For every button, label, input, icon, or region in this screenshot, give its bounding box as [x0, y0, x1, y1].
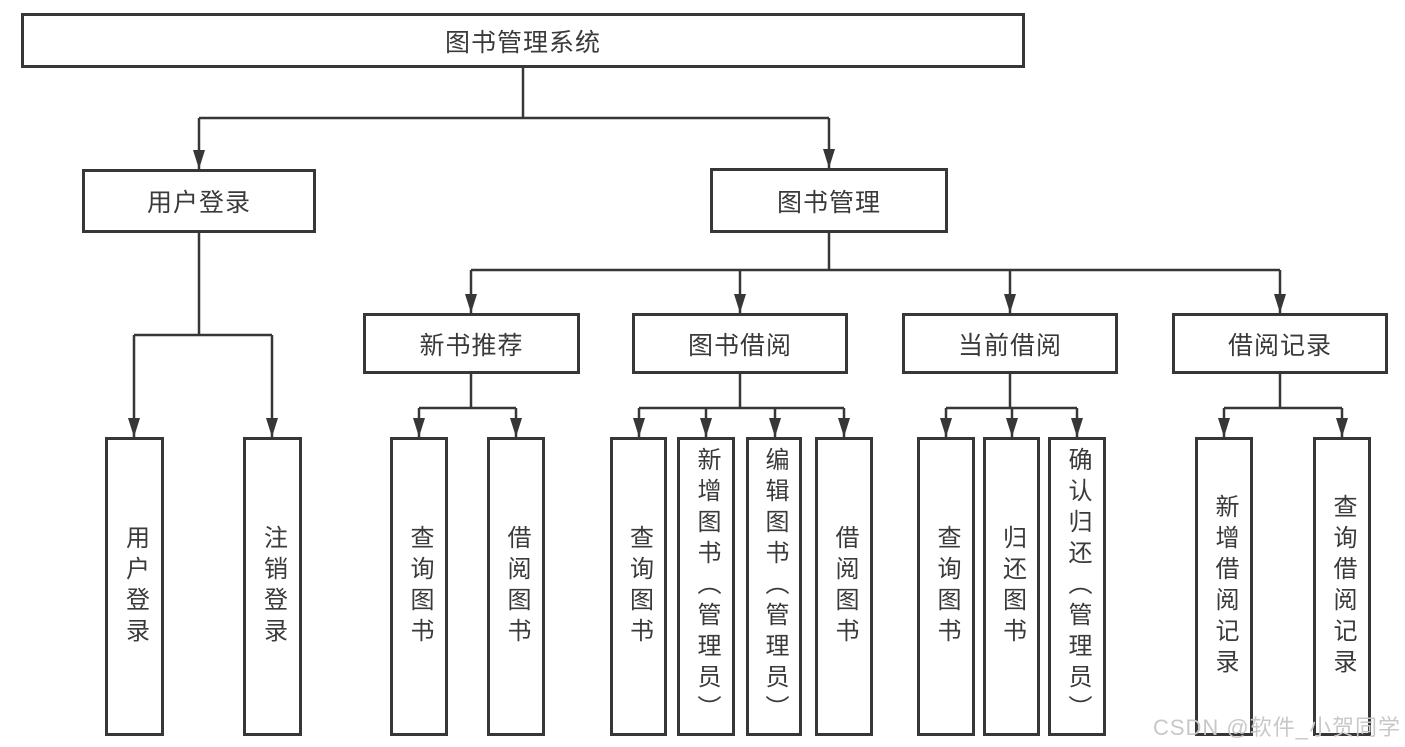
node-edit-books-admin: 编辑图书（管理员） — [746, 437, 802, 736]
node-borrow-records-label: 借阅记录 — [1227, 331, 1332, 360]
node-user-login-action-label: 用户登录 — [121, 524, 149, 649]
node-book-management-label: 图书管理 — [776, 188, 881, 217]
node-return-books-label: 归还图书 — [998, 524, 1026, 649]
node-add-borrow-record: 新增借阅记录 — [1195, 437, 1253, 736]
node-book-borrowing: 图书借阅 — [632, 313, 848, 374]
node-borrow-books-borrowing-label: 借阅图书 — [831, 524, 858, 649]
node-user-login-label: 用户登录 — [146, 189, 251, 217]
node-book-borrowing-label: 图书借阅 — [687, 331, 792, 360]
node-query-books-recommend: 查询图书 — [390, 437, 448, 736]
node-current-borrowing-label: 当前借阅 — [957, 331, 1062, 360]
node-query-borrow-record: 查询借阅记录 — [1313, 437, 1371, 736]
node-borrow-books-recommend: 借阅图书 — [487, 437, 545, 736]
csdn-watermark: CSDN @软件_小贺同学 — [1152, 715, 1401, 740]
node-query-books-current: 查询图书 — [917, 437, 975, 736]
node-new-book-recommend: 新书推荐 — [363, 313, 580, 374]
node-library-system: 图书管理系统 — [21, 13, 1025, 68]
node-add-books-admin: 新增图书（管理员） — [677, 437, 735, 736]
node-current-borrowing: 当前借阅 — [902, 313, 1118, 374]
node-add-books-admin-label: 新增图书（管理员） — [693, 447, 720, 726]
node-confirm-return-admin-label: 确认归还（管理员） — [1064, 447, 1091, 726]
node-user-login: 用户登录 — [82, 169, 316, 233]
node-borrow-records: 借阅记录 — [1172, 313, 1388, 374]
node-logout-action-label: 注销登录 — [259, 524, 287, 649]
node-add-borrow-record-label: 新增借阅记录 — [1211, 493, 1238, 680]
node-new-book-recommend-label: 新书推荐 — [419, 331, 524, 360]
node-query-borrow-record-label: 查询借阅记录 — [1329, 493, 1356, 680]
node-borrow-books-borrowing: 借阅图书 — [815, 437, 873, 736]
node-return-books: 归还图书 — [983, 437, 1040, 736]
node-book-management: 图书管理 — [710, 168, 948, 233]
node-query-books-current-label: 查询图书 — [933, 524, 960, 649]
node-borrow-books-recommend-label: 借阅图书 — [503, 524, 530, 649]
node-query-books-borrowing: 查询图书 — [610, 437, 667, 736]
node-logout-action: 注销登录 — [243, 437, 302, 736]
node-user-login-action: 用户登录 — [105, 437, 164, 736]
node-query-books-recommend-label: 查询图书 — [406, 524, 433, 649]
node-library-system-label: 图书管理系统 — [444, 28, 601, 57]
node-edit-books-admin-label: 编辑图书（管理员） — [761, 447, 788, 726]
node-query-books-borrowing-label: 查询图书 — [625, 524, 653, 649]
node-confirm-return-admin: 确认归还（管理员） — [1048, 437, 1106, 736]
